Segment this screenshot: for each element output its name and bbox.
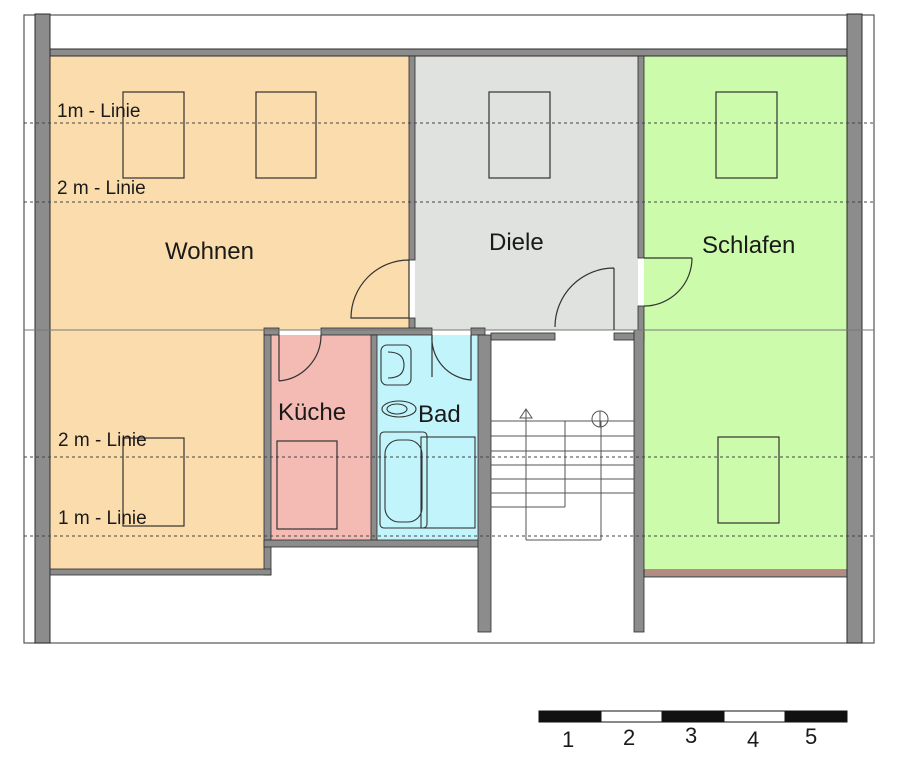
scale-segment <box>661 710 725 723</box>
wall-kueche-bad <box>370 334 378 542</box>
line-label-1m-bottom: 1 m - Linie <box>58 508 147 529</box>
skylight <box>122 437 185 527</box>
wall-diele-schlafen-lower <box>637 305 645 331</box>
shower-icon <box>420 436 476 529</box>
washbasin-icon <box>380 344 412 386</box>
scale-bar: 1 2 3 4 5 <box>538 710 848 752</box>
wall-top <box>49 48 848 57</box>
room-label-schlafen: Schlafen <box>702 232 795 259</box>
room-wohnen <box>50 56 409 572</box>
wall-kueche-left <box>263 334 272 576</box>
scale-segment <box>723 710 786 723</box>
scale-label: 1 <box>562 727 574 752</box>
bath-fixtures <box>379 344 476 529</box>
scale-segment <box>784 710 848 723</box>
scale-segment <box>538 710 602 723</box>
scale-segment <box>600 710 663 723</box>
scale-label: 4 <box>747 727 759 752</box>
skylights <box>122 91 780 527</box>
staircase-area <box>491 340 634 572</box>
wall-stair-top-left <box>490 332 556 341</box>
scale-label: 2 <box>623 725 635 750</box>
schlafen-sill <box>645 570 846 576</box>
wall-left <box>34 13 51 644</box>
wall-wohnen-diele-upper <box>408 55 416 261</box>
line-label-1m-top: 1m - Linie <box>57 101 140 122</box>
room-label-wohnen: Wohnen <box>165 238 254 265</box>
room-label-kueche: Küche <box>278 399 346 426</box>
door-wohnen-diele <box>350 259 410 319</box>
toilet-icon <box>381 400 417 418</box>
skylight <box>488 91 551 179</box>
line-label-2m-bottom: 2 m - Linie <box>58 430 147 451</box>
room-kueche <box>271 335 371 540</box>
wall-bad-top-right <box>470 327 486 336</box>
scale-label: 3 <box>685 723 697 748</box>
room-label-bad: Bad <box>418 401 461 428</box>
door-bad <box>431 334 472 381</box>
wall-stair-left <box>477 334 492 633</box>
doors <box>278 257 693 382</box>
height-lines <box>24 122 874 537</box>
room-label-diele: Diele <box>489 229 544 256</box>
door-kueche <box>278 334 322 382</box>
room-schlafen <box>644 56 847 570</box>
skylight <box>715 91 778 179</box>
wall-stair-right <box>633 329 645 633</box>
skylight <box>255 91 317 179</box>
wall-diele-schlafen-upper <box>637 55 645 259</box>
wall-kueche-bad-top <box>320 327 433 336</box>
wall-kueche-bad-bottom <box>263 539 486 548</box>
room-diele <box>415 56 638 330</box>
wall-kueche-top-left <box>263 327 280 336</box>
door-schlafen <box>643 257 693 307</box>
line-label-2m-top: 2 m - Linie <box>57 178 146 199</box>
door-diele-stair <box>554 267 615 330</box>
kitchen-counter <box>276 440 338 530</box>
bathtub-icon <box>379 431 428 529</box>
skylight <box>717 436 780 524</box>
scale-label: 5 <box>805 724 817 749</box>
wall-right <box>846 13 863 644</box>
skylight <box>122 91 185 179</box>
wall-wohnen-bottom <box>49 568 272 576</box>
staircase <box>491 408 634 541</box>
